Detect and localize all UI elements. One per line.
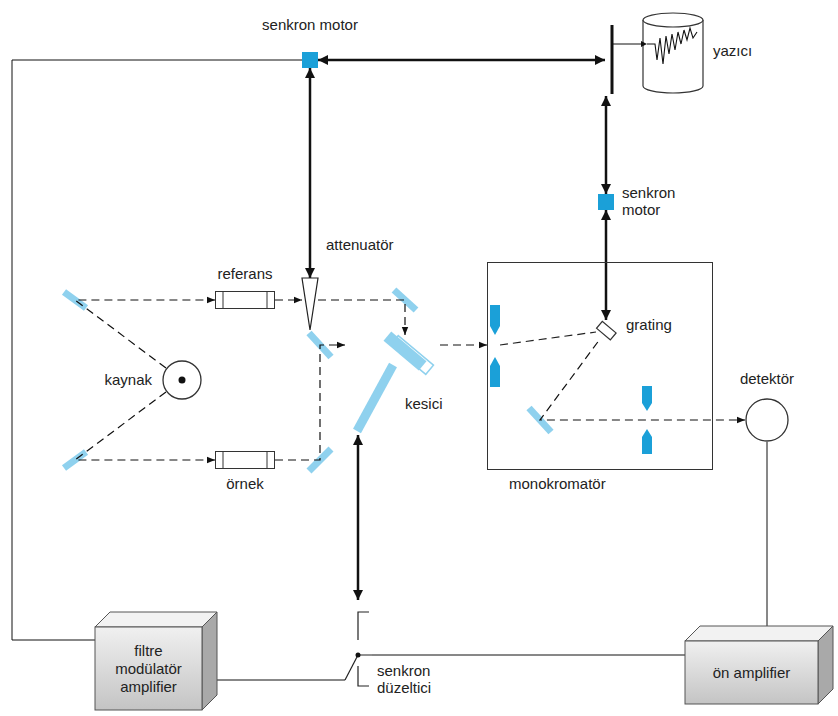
component-label: örnek xyxy=(226,475,264,492)
monochromator-housing xyxy=(488,263,713,470)
component-node: kaynak xyxy=(162,360,202,400)
pen-pointer xyxy=(612,44,643,45)
light-beam xyxy=(318,300,405,335)
mechanical-link xyxy=(318,59,605,62)
mechanical-link xyxy=(605,210,608,320)
component-node: senkron motor xyxy=(598,194,614,210)
node-shape xyxy=(215,291,275,309)
signal-wire xyxy=(12,60,302,640)
component-label: senkron düzeltici xyxy=(377,662,449,697)
signal-wire xyxy=(767,442,768,626)
cell-window xyxy=(267,451,268,469)
box-front xyxy=(685,641,818,704)
slit xyxy=(642,386,652,411)
lamp-dot xyxy=(179,377,186,384)
node-shape xyxy=(598,194,614,210)
slit xyxy=(490,305,500,335)
box-top xyxy=(685,626,833,641)
light-beam xyxy=(75,392,215,460)
slit xyxy=(642,429,652,454)
mechanical-link xyxy=(309,68,312,278)
box-top xyxy=(95,612,217,627)
component-label: senkron motor xyxy=(262,16,358,33)
attenuator-wedge xyxy=(302,278,318,330)
light-beam xyxy=(75,300,215,368)
node-shape xyxy=(302,52,318,68)
box-side xyxy=(202,612,217,710)
light-beam xyxy=(275,345,345,460)
component-node: kesici xyxy=(345,335,440,435)
component-node: örnek xyxy=(215,451,275,469)
node-shape xyxy=(215,451,275,469)
component-node: yazıcı xyxy=(605,8,705,96)
switch-contact xyxy=(358,612,369,640)
light-beam xyxy=(540,342,745,420)
box-front xyxy=(95,627,202,710)
monochromator-box: monokromatörgrating xyxy=(487,262,713,470)
pen-tip xyxy=(641,41,647,47)
box-side xyxy=(818,626,833,704)
node-shape xyxy=(345,335,440,435)
spectrum-trace xyxy=(647,28,697,64)
component-label: attenuatör xyxy=(326,236,394,253)
component-label: senkron motor xyxy=(622,184,694,219)
chopper-blade xyxy=(384,332,427,371)
signal-wire xyxy=(372,655,685,656)
component-node: referans xyxy=(215,291,275,309)
amplifier-box: ön amplifier xyxy=(685,626,833,704)
mechanical-link xyxy=(357,435,360,600)
component-label: referans xyxy=(217,265,272,282)
amplifier-box: filtre modülatör amplifier xyxy=(95,612,217,710)
component-label: kesici xyxy=(405,395,443,412)
box-text: filtre modülatör amplifier xyxy=(95,627,202,710)
component-label: grating xyxy=(626,316,672,333)
drum-top xyxy=(643,13,703,27)
cell xyxy=(216,292,275,309)
cell-window xyxy=(223,451,224,469)
component-node: attenuatör xyxy=(302,278,318,330)
motor-square xyxy=(302,52,318,68)
motor-square xyxy=(598,194,614,210)
light-beam xyxy=(275,299,302,300)
component-node: senkron motor xyxy=(302,52,318,68)
component-node: grating xyxy=(594,320,618,342)
cell xyxy=(216,452,275,469)
box-text: ön amplifier xyxy=(685,641,818,704)
node-shape xyxy=(605,8,705,96)
component-node: detektör xyxy=(745,398,789,442)
signal-wire xyxy=(217,680,345,681)
circle-body xyxy=(746,399,788,441)
component-label: detektör xyxy=(740,370,794,387)
node-shape xyxy=(162,360,202,400)
component-node: senkron düzeltici xyxy=(345,600,372,690)
node-shape xyxy=(487,262,713,470)
switch-arm xyxy=(345,655,358,680)
light-beam xyxy=(440,344,487,345)
internal-beam xyxy=(500,332,596,345)
switch-pivot xyxy=(356,653,361,658)
circle-body xyxy=(163,361,201,399)
pen-bar xyxy=(611,25,614,94)
cell-window xyxy=(223,291,224,309)
slit xyxy=(490,357,500,387)
switch-contact xyxy=(358,666,369,686)
component-label: kaynak xyxy=(104,371,152,388)
chopper-shaft xyxy=(357,365,393,431)
drum xyxy=(643,20,703,93)
node-shape xyxy=(594,320,618,342)
mechanical-link xyxy=(605,96,608,194)
component-label: monokromatör xyxy=(509,475,606,492)
node-shape xyxy=(345,600,372,690)
component-label: yazıcı xyxy=(713,42,752,59)
node-shape xyxy=(302,278,318,330)
cell-window xyxy=(267,291,268,309)
grating-plate xyxy=(597,321,617,339)
node-shape xyxy=(745,398,789,442)
